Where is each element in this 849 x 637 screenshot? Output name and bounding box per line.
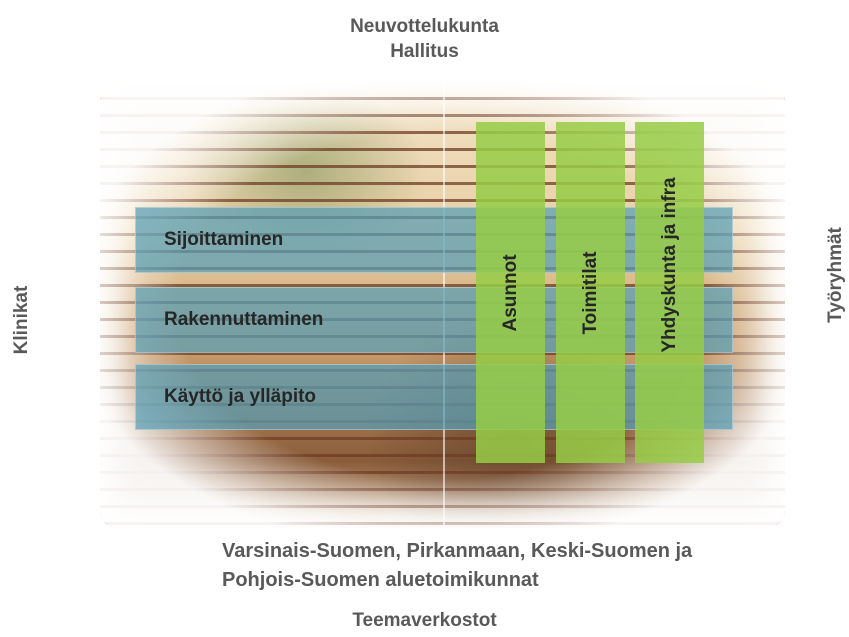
column-bar-yhdyskunta-ja-infra: Yhdyskunta ja infra — [635, 122, 704, 463]
right-label: Työryhmät — [825, 227, 846, 323]
column-label: Asunnot — [499, 253, 521, 332]
row-bar-sijoittaminen: Sijoittaminen — [135, 207, 733, 273]
column-bar-toimitilat: Toimitilat — [556, 122, 625, 463]
bottom-line1: Varsinais-Suomen, Pirkanmaan, Keski-Suom… — [222, 540, 693, 562]
top-heading-line2: Hallitus — [390, 41, 459, 62]
row-label: Käyttö ja ylläpito — [164, 386, 317, 407]
row-bar-kaytto-ja-yllapito: Käyttö ja ylläpito — [135, 364, 733, 430]
row-label: Sijoittaminen — [164, 229, 284, 250]
top-heading: Neuvottelukunta Hallitus — [0, 14, 849, 64]
column-label: Toimitilat — [579, 250, 601, 335]
row-label: Rakennuttaminen — [164, 309, 324, 330]
row-bar-rakennuttaminen: Rakennuttaminen — [135, 287, 733, 353]
bottom-heading: Teemaverkostot — [352, 610, 497, 631]
bottom-description: Varsinais-Suomen, Pirkanmaan, Keski-Suom… — [222, 537, 692, 595]
column-bar-asunnot: Asunnot — [476, 122, 545, 463]
bottom-line2: Pohjois-Suomen aluetoimikunnat — [222, 569, 539, 591]
left-label: Klinikat — [11, 285, 32, 355]
column-label: Yhdyskunta ja infra — [658, 177, 680, 353]
top-heading-line1: Neuvottelukunta — [350, 16, 499, 37]
